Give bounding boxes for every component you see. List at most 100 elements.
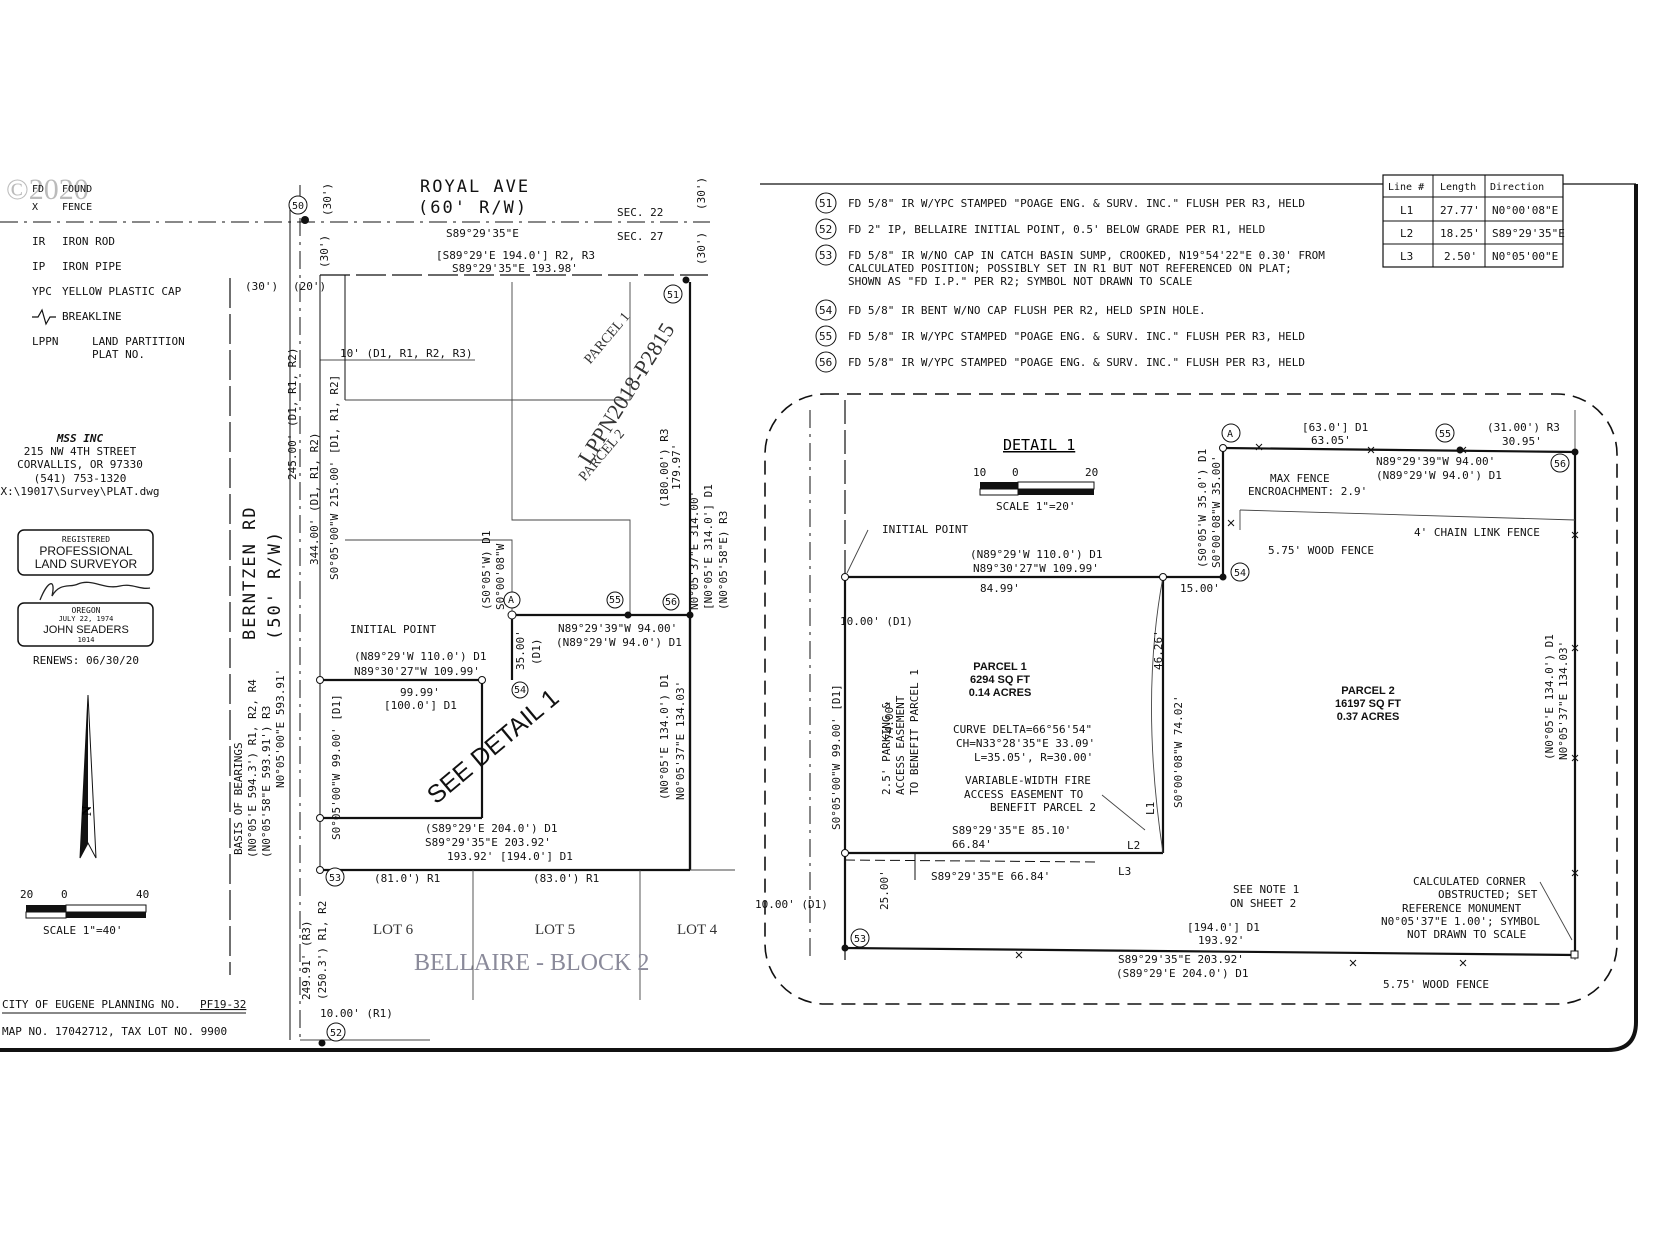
v17997: 179.97' bbox=[670, 444, 683, 490]
detail-dim1500: 15.00' bbox=[1180, 582, 1220, 595]
legend-x-desc: FENCE bbox=[62, 202, 92, 213]
s89-204r: (S89°29'E 204.0') D1 bbox=[425, 822, 557, 835]
note-55-no: 55 bbox=[819, 330, 832, 343]
basis-3: (N0°05'58"E 593.91') R3 bbox=[260, 706, 273, 858]
east-134m: N0°05'37"E 134.03' bbox=[674, 681, 687, 800]
s89-20392: S89°29'35"E 203.92' bbox=[425, 836, 551, 849]
detail-fire3: BENEFIT PARCEL 2 bbox=[990, 801, 1096, 814]
dim-245: 245.00' (D1, R1, R2) bbox=[286, 348, 299, 480]
detail-fire2: ACCESS EASEMENT TO bbox=[964, 788, 1083, 801]
line-table-cell: N0°00'08"E bbox=[1492, 204, 1558, 217]
lot-4: LOT 4 bbox=[677, 922, 718, 938]
thirty-c: (30') bbox=[318, 235, 331, 268]
dim-24991: 249.91' (R3) bbox=[300, 921, 313, 1000]
dim-344: 344.00' (D1, R1, R2) bbox=[308, 433, 321, 565]
detail-s0-00-35: S0°00'08"W 35.00' bbox=[1210, 455, 1223, 568]
line-table-cell: L1 bbox=[1400, 204, 1413, 217]
ten-offset: 10' (D1, R1, R2, R3) bbox=[340, 347, 472, 360]
detail-wood-fence: 5.75' WOOD FENCE bbox=[1268, 544, 1374, 557]
ip-measured: N89°30'27"W 109.99' bbox=[354, 665, 480, 678]
detail-p1-sqft: 6294 SQ FT bbox=[970, 674, 1030, 686]
main-initial-point: INITIAL POINT bbox=[350, 623, 436, 636]
detail-n89-10999: N89°30'27"W 109.99' bbox=[973, 562, 1099, 575]
note-54: FD 5/8" IR BENT W/NO CAP FLUSH PER R2, H… bbox=[848, 304, 1206, 317]
detail-calc4: N0°05'37"E 1.00'; SYMBOL bbox=[1381, 915, 1540, 928]
basis-2: (N0°05'E 594.3') R1, R2, R4 bbox=[246, 679, 259, 858]
stamp-state: OREGON bbox=[72, 606, 101, 615]
lot-6: LOT 6 bbox=[373, 922, 414, 938]
lppn-parcel1: PARCEL 1 bbox=[582, 310, 634, 367]
east-r3: (N0°05'58"E) R3 bbox=[717, 511, 730, 610]
detail-p2-sqft: 16197 SQ FT bbox=[1335, 698, 1401, 710]
thirty-b: (30') bbox=[695, 177, 708, 210]
note-51: FD 5/8" IR W/YPC STAMPED "POAGE ENG. & S… bbox=[848, 197, 1305, 210]
legend-fd-desc: FOUND bbox=[62, 184, 92, 195]
detail-p1-acres: 0.14 ACRES bbox=[969, 687, 1032, 699]
detail-s89-2040: (S89°29'E 204.0') D1 bbox=[1116, 967, 1248, 980]
detail-parking3: TO BENEFIT PARCEL 1 bbox=[908, 669, 921, 795]
detail-mon-a: A bbox=[1227, 429, 1233, 440]
detail-s89-6684: S89°29'35"E 66.84' bbox=[931, 870, 1050, 883]
mon-52-main: 52 bbox=[330, 1028, 342, 1039]
detail-parcel2: PARCEL 2 bbox=[1341, 685, 1394, 697]
detail-east-134r: (N0°05'E 134.0') D1 bbox=[1543, 634, 1556, 760]
monument-notes: 51 FD 5/8" IR W/YPC STAMPED "POAGE ENG. … bbox=[815, 192, 1325, 373]
company-block: MSS INC 215 NW 4TH STREET CORVALLIS, OR … bbox=[1, 432, 160, 498]
mon-53-main: 53 bbox=[329, 873, 341, 884]
legend-lppn: LPPN bbox=[32, 335, 59, 348]
stamp-line1: REGISTERED bbox=[62, 535, 110, 544]
detail-dim6305: 63.05' bbox=[1311, 434, 1351, 447]
detail-scale-right: 20 bbox=[1085, 466, 1098, 479]
street-left-rw: (50' R/W) bbox=[265, 530, 285, 640]
east-d1: N0°05'37"E 314.00' bbox=[688, 491, 701, 610]
detail-1: DETAIL 1 10 0 20 SCALE 1"=20' [63.0'] D1… bbox=[755, 393, 1618, 1005]
legend-ir: IR bbox=[32, 235, 46, 248]
line-table-cell: L2 bbox=[1400, 227, 1413, 240]
s0-05w: (S0°05'W) D1 bbox=[480, 531, 493, 610]
fence-marks bbox=[1015, 443, 1579, 967]
detail-n89-940: (N89°29'W 94.0') D1 bbox=[1376, 469, 1502, 482]
mon-50-main: 50 bbox=[292, 201, 304, 212]
line-table: Line # Length Direction L1 27.77' N0°00'… bbox=[1382, 174, 1565, 268]
detail-initial-point: INITIAL POINT bbox=[882, 523, 968, 536]
detail-title: DETAIL 1 bbox=[1003, 436, 1075, 454]
legend-ypc-desc: YELLOW PLASTIC CAP bbox=[62, 285, 182, 298]
mon-56-main: 56 bbox=[665, 597, 677, 608]
note-56-no: 56 bbox=[819, 356, 832, 369]
mon-55-main: 55 bbox=[609, 595, 621, 606]
scale-right: 40 bbox=[136, 888, 149, 901]
street-top-rw: (60' R/W) bbox=[418, 198, 528, 218]
detail-s89-20392: S89°29'35"E 203.92' bbox=[1118, 953, 1244, 966]
scale-left: 20 bbox=[20, 888, 33, 901]
street-left: BERNTZEN RD bbox=[240, 505, 260, 640]
detail-calc1: CALCULATED CORNER bbox=[1413, 875, 1526, 888]
dim-2503: (250.3') R1, R2 bbox=[316, 901, 329, 1000]
detail-n89-9400: N89°29'39"W 94.00' bbox=[1376, 455, 1495, 468]
stamp-number: 1014 bbox=[78, 636, 95, 644]
detail-max-fence: MAX FENCE bbox=[1270, 472, 1330, 485]
detail-fire1: VARIABLE-WIDTH FIRE bbox=[965, 774, 1091, 787]
thirty-d: (30') bbox=[695, 232, 708, 265]
note-55: FD 5/8" IR W/YPC STAMPED "POAGE ENG. & S… bbox=[848, 330, 1305, 343]
detail-frame bbox=[764, 393, 1618, 1005]
note-54-no: 54 bbox=[819, 304, 833, 317]
n89-94r: (N89°29'W 94.0') D1 bbox=[556, 636, 682, 649]
detail-dim3100: (31.00') R3 bbox=[1487, 421, 1560, 434]
note-52-no: 52 bbox=[819, 223, 832, 236]
stamp-line3: LAND SURVEYOR bbox=[35, 557, 138, 571]
note-53-no: 53 bbox=[819, 249, 832, 262]
sec-27: SEC. 27 bbox=[617, 230, 663, 243]
dim-215: S0°05'00"W 215.00' [D1, R1, R2] bbox=[328, 375, 341, 580]
line-table-cell: 18.25' bbox=[1440, 227, 1480, 240]
basis-1: BASIS OF BEARINGS bbox=[232, 742, 245, 855]
detail-l2: L2 bbox=[1127, 839, 1140, 852]
detail-see-note1: SEE NOTE 1 bbox=[1233, 883, 1299, 896]
detail-parking1: 2.5' PARKING & bbox=[880, 702, 893, 795]
legend-ip-desc: IRON PIPE bbox=[62, 260, 122, 273]
detail-wood-fence2: 5.75' WOOD FENCE bbox=[1383, 978, 1489, 991]
note-52: FD 2" IP, BELLAIRE INITIAL POINT, 0.5' B… bbox=[848, 223, 1265, 236]
detail-dim8499: 84.99' bbox=[980, 582, 1020, 595]
detail-n89-110: (N89°29'W 110.0') D1 bbox=[970, 548, 1102, 561]
legend: ©2020 FD FOUND X FENCE IR IRON ROD IP IR… bbox=[6, 173, 185, 361]
